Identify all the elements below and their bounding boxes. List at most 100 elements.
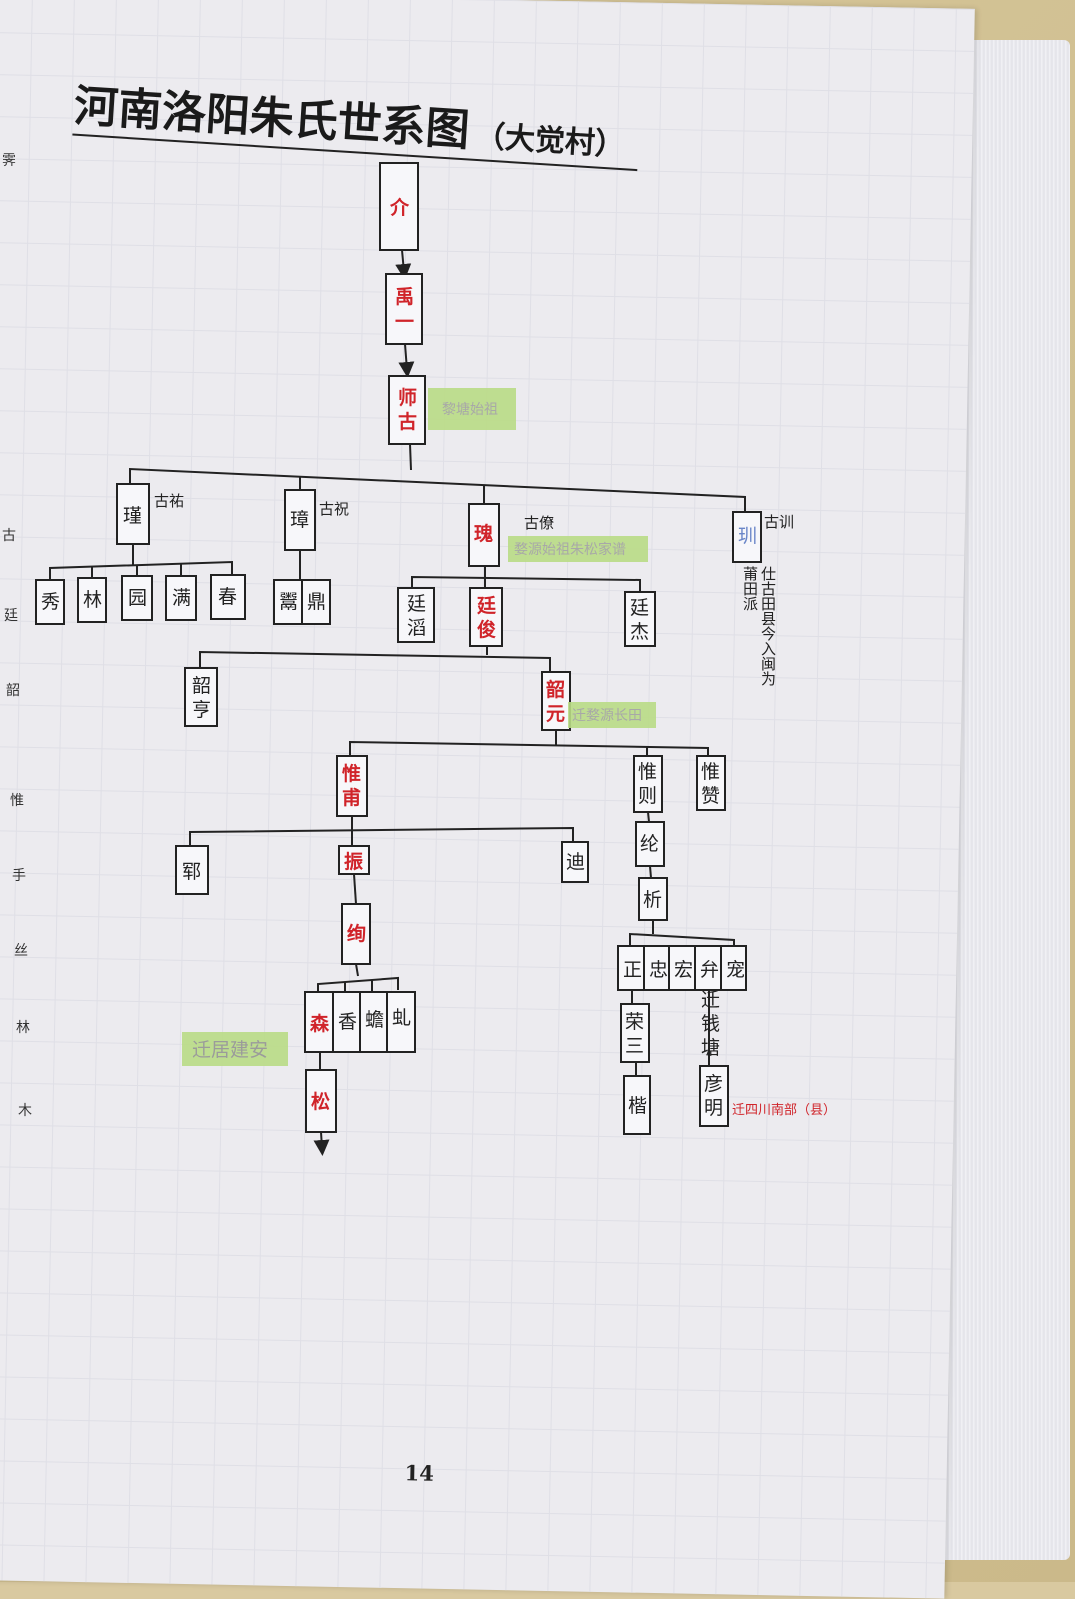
svg-text:弁: 弁 <box>700 959 719 981</box>
svg-text:迁: 迁 <box>701 989 720 1011</box>
node-shaoyuan: 韶 元 <box>541 671 571 731</box>
connector-xu-children <box>317 976 399 996</box>
node-shaoting: 韶 亨 <box>184 667 218 727</box>
node-tingjun: 廷 俊 <box>469 587 503 647</box>
node-yuyi: 禹 一 <box>385 273 423 345</box>
svg-text:荣: 荣 <box>625 1011 644 1033</box>
connector-arrow <box>313 1131 330 1156</box>
svg-text:禹: 禹 <box>395 286 414 308</box>
svg-text:瑰: 瑰 <box>474 522 493 545</box>
svg-text:古训: 古训 <box>764 513 794 531</box>
node-di: 迪 <box>561 841 589 883</box>
node-xun: 玔 古训 <box>732 511 794 563</box>
svg-text:森: 森 <box>310 1012 330 1035</box>
node-weizan: 惟 赞 <box>696 755 726 811</box>
node-jin-child: 春 <box>210 574 246 620</box>
svg-text:古僚: 古僚 <box>524 514 554 532</box>
margin-char: 手 <box>12 868 26 884</box>
connector-shaoyuan-children <box>349 740 709 758</box>
margin-char: 惟 <box>10 793 24 809</box>
svg-text:郓: 郓 <box>182 861 201 883</box>
svg-text:仕古田县今入闽为: 仕古田县今入闽为 <box>759 566 777 687</box>
svg-text:师: 师 <box>398 387 417 409</box>
node-weifu: 惟 甫 <box>336 755 368 817</box>
margin-char: 廷 <box>4 608 18 624</box>
note-xun: 仕古田县今入闽为 莆田派 <box>741 566 777 687</box>
svg-text:廷: 廷 <box>630 597 649 619</box>
node-xu: 绚 <box>341 903 371 965</box>
svg-text:惟: 惟 <box>342 762 361 785</box>
svg-text:振: 振 <box>344 850 363 873</box>
highlight-qianju: 迁居建安 <box>182 1032 288 1066</box>
connector <box>355 963 359 977</box>
svg-text:婺源始祖朱松家谱: 婺源始祖朱松家谱 <box>514 541 626 558</box>
svg-text:介: 介 <box>389 196 410 219</box>
node-song: 松 <box>305 1069 337 1133</box>
connector-tingjun-children <box>199 650 551 672</box>
node-xu-children: 森 香 蟾 虬 <box>304 991 416 1053</box>
node-qianqiantang: 迁 钱 塘 <box>701 989 720 1059</box>
node-jie: 介 <box>379 162 419 251</box>
svg-text:正: 正 <box>623 959 642 981</box>
svg-text:鼎: 鼎 <box>307 591 326 613</box>
svg-text:杰: 杰 <box>630 621 649 643</box>
svg-text:元: 元 <box>546 703 565 725</box>
margin-char: 古 <box>2 528 16 544</box>
node-zhen: 振 <box>338 845 370 875</box>
connector-xi-children <box>629 932 735 946</box>
connector-gui-children <box>411 575 641 592</box>
svg-text:黎塘始祖: 黎塘始祖 <box>442 402 498 418</box>
svg-text:绚: 绚 <box>347 922 366 945</box>
svg-text:滔: 滔 <box>407 617 426 639</box>
node-jin: 瑾 古祐 <box>116 483 184 545</box>
svg-text:析: 析 <box>643 889 662 911</box>
margin-char: 韶 <box>6 683 20 699</box>
svg-text:俊: 俊 <box>477 618 496 641</box>
node-zhang: 璋 古祝 <box>284 489 349 551</box>
svg-text:廷: 廷 <box>476 595 497 617</box>
node-rongsan: 荣 三 <box>620 1003 650 1063</box>
svg-text:古: 古 <box>398 410 417 433</box>
node-lun: 纶 <box>635 821 665 867</box>
svg-text:古祝: 古祝 <box>319 500 349 518</box>
node-yun: 郓 <box>175 845 209 895</box>
svg-text:松: 松 <box>311 1090 330 1113</box>
left-margin-bleed: 霁 古 廷 韶 惟 手 丝 林 木 <box>0 0 40 1582</box>
svg-text:秀: 秀 <box>41 591 60 613</box>
svg-text:古祐: 古祐 <box>154 492 184 510</box>
svg-text:楷: 楷 <box>628 1095 647 1117</box>
svg-text:瑾: 瑾 <box>123 505 142 527</box>
svg-text:明: 明 <box>704 1097 723 1119</box>
node-shigu: 师 古 <box>388 375 426 445</box>
svg-text:廷: 廷 <box>407 593 426 615</box>
node-jin-child: 秀 <box>35 579 65 625</box>
svg-text:虬: 虬 <box>392 1007 411 1029</box>
connector-gen4-bar <box>129 467 746 512</box>
svg-text:林: 林 <box>83 589 102 611</box>
margin-char: 林 <box>16 1020 30 1036</box>
connector <box>395 249 412 280</box>
svg-text:春: 春 <box>218 586 237 608</box>
connector <box>647 811 650 823</box>
node-xi: 析 <box>638 877 668 921</box>
connector-jin-children <box>49 560 233 580</box>
svg-text:忠: 忠 <box>649 959 668 981</box>
svg-text:蟾: 蟾 <box>365 1009 384 1031</box>
svg-text:塘: 塘 <box>701 1037 720 1059</box>
svg-text:宠: 宠 <box>726 959 745 981</box>
node-tingjie: 廷 杰 <box>624 591 656 647</box>
svg-text:纶: 纶 <box>640 833 659 855</box>
node-yanming: 彦 明 <box>699 1065 729 1127</box>
node-gui: 瑰 古僚 <box>468 503 554 567</box>
svg-text:甫: 甫 <box>342 786 361 809</box>
node-zhang-children: 鬻 鼎 <box>273 579 331 625</box>
svg-text:迪: 迪 <box>566 851 585 873</box>
connector <box>649 865 652 879</box>
svg-text:迁居建安: 迁居建安 <box>192 1039 268 1061</box>
svg-text:莆田派: 莆田派 <box>741 566 759 611</box>
svg-text:赞: 赞 <box>701 785 720 807</box>
svg-text:一: 一 <box>395 311 414 333</box>
highlight-gui: 婺源始祖朱松家谱 <box>508 536 648 562</box>
node-xi-children: 正 忠 宏 弁 宠 <box>617 945 747 991</box>
